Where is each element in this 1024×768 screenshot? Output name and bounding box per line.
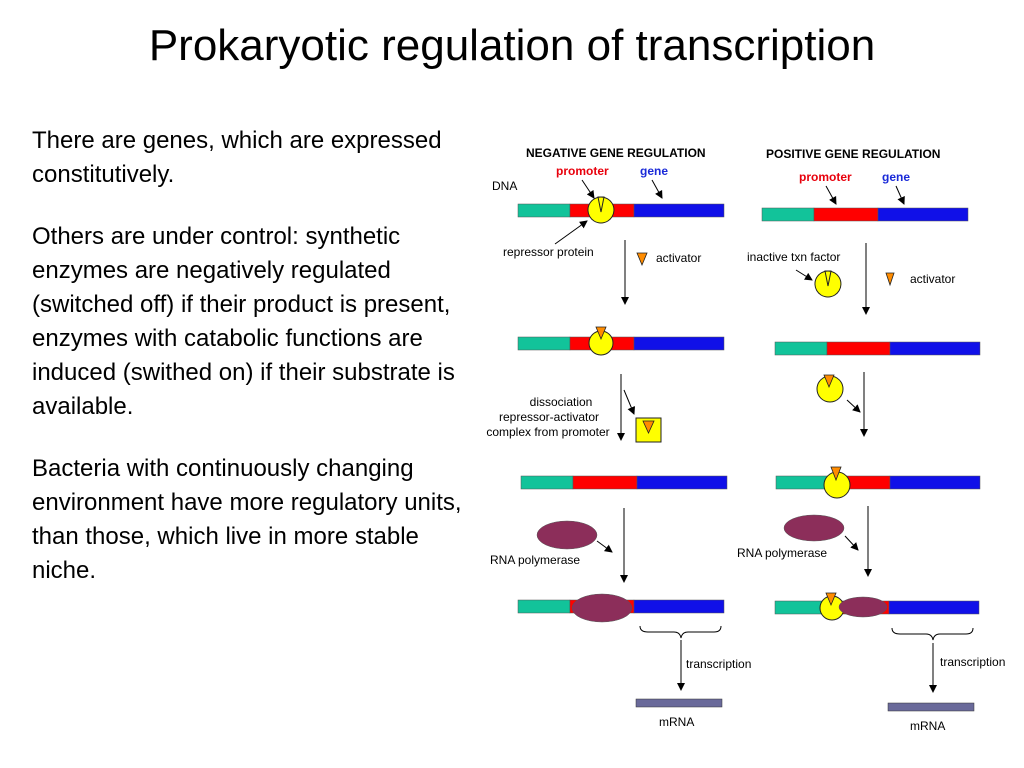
positive-gene-brace — [891, 627, 974, 641]
positive-transcription-label: transcription — [940, 655, 1005, 669]
paragraph-constitutive: There are genes, which are expressed con… — [32, 127, 442, 188]
positive-gene-label: gene — [882, 170, 910, 184]
negative-gene-label: gene — [640, 164, 668, 178]
negative-dna-3 — [520, 475, 728, 490]
negative-activator-icon — [636, 252, 648, 267]
negative-transcription-label: transcription — [686, 657, 751, 671]
negative-gene-brace — [639, 625, 722, 639]
negative-rna-polymerase-icon — [536, 520, 598, 550]
positive-dna-3 — [775, 475, 981, 490]
negative-activator-label: activator — [656, 251, 701, 265]
paragraph-bacteria: Bacteria with continuously changing envi… — [32, 455, 462, 584]
negative-header: NEGATIVE GENE REGULATION — [526, 146, 706, 160]
inactive-factor-label: inactive txn factor — [747, 250, 840, 264]
positive-transcription-complex-icon — [819, 592, 888, 621]
negative-mrna-label: mRNA — [659, 715, 694, 729]
negative-rna-polymerase-label: RNA polymerase — [490, 553, 580, 567]
slide-title: Prokaryotic regulation of transcription — [148, 21, 876, 70]
dissociation-label-2: repressor-activator — [499, 410, 599, 424]
positive-dna-4 — [774, 600, 980, 615]
positive-dna-2 — [774, 341, 981, 356]
positive-promoter-label: promoter — [799, 170, 852, 184]
negative-mrna-bar — [635, 698, 723, 708]
inactive-txn-factor-icon — [814, 270, 842, 298]
positive-mrna-label: mRNA — [910, 719, 945, 733]
positive-header: POSITIVE GENE REGULATION — [766, 147, 940, 161]
positive-activator-label: activator — [910, 272, 955, 286]
negative-dna-2 — [517, 336, 725, 351]
positive-dna-1 — [761, 207, 969, 222]
negative-promoter-label: promoter — [556, 164, 609, 178]
dna-label: DNA — [492, 179, 517, 193]
active-txn-factor-icon — [816, 374, 844, 403]
dissociation-label-1: dissociation — [530, 395, 593, 409]
dissociation-label-3: complex from promoter — [486, 425, 609, 439]
positive-activator-icon — [885, 272, 895, 287]
bound-txn-factor-icon — [823, 466, 851, 499]
positive-rna-polymerase-icon — [783, 514, 845, 542]
repressor-protein-icon — [587, 196, 615, 224]
repressor-activator-complex-icon — [588, 326, 614, 356]
negative-bound-polymerase-icon — [571, 593, 633, 623]
dissociated-complex-icon — [635, 417, 662, 443]
paragraph-controlled: Others are under control: synthetic enzy… — [32, 223, 455, 420]
repressor-label: repressor protein — [503, 245, 594, 259]
positive-mrna-bar — [887, 702, 975, 712]
negative-dna-1 — [517, 203, 725, 218]
body-text: There are genes, which are expressed con… — [32, 124, 462, 616]
positive-rna-polymerase-label: RNA polymerase — [737, 546, 827, 560]
gene-regulation-diagram: NEGATIVE GENE REGULATION promoter gene D… — [486, 146, 1005, 733]
